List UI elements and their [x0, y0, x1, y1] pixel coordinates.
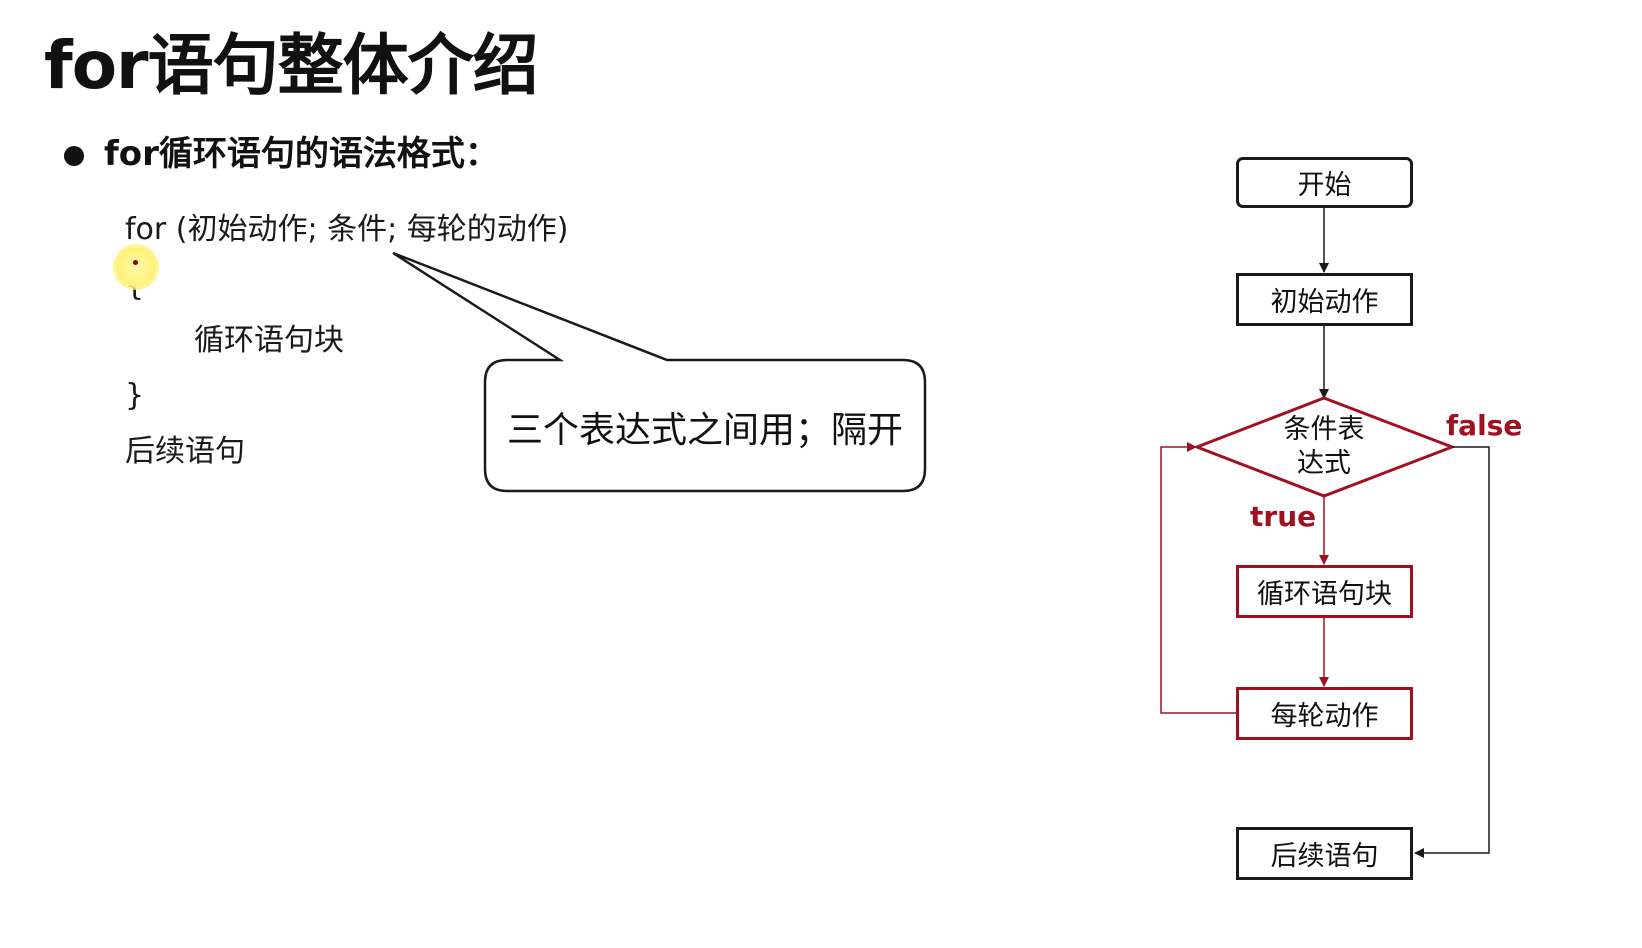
flow-false-label: false [1446, 409, 1523, 442]
callout-text: 三个表达式之间用；隔开 [507, 410, 904, 451]
flow-body-node: 循环语句块 [1236, 565, 1413, 618]
flow-init-node: 初始动作 [1236, 273, 1413, 326]
cursor-highlight [113, 244, 159, 290]
bullet-dot [64, 146, 84, 166]
code-after-statement: 后续语句 [125, 434, 245, 469]
flow-condition-line2: 达式 [1297, 447, 1351, 479]
flow-condition-label: 条件表 达式 [1262, 413, 1386, 481]
code-for-header: for (初始动作; 条件; 每轮的动作) [125, 212, 569, 247]
cursor-dot [133, 260, 138, 265]
code-loop-body: 循环语句块 [194, 323, 344, 358]
code-close-brace: } [125, 378, 145, 413]
flow-condition-line1: 条件表 [1283, 414, 1365, 445]
flow-step-node: 每轮动作 [1236, 687, 1413, 740]
flow-start-node: 开始 [1236, 157, 1413, 208]
page-title: for语句整体介绍 [44, 27, 539, 104]
flow-true-label: true [1250, 500, 1317, 533]
flow-next-node: 后续语句 [1236, 827, 1413, 880]
bullet-heading: for循环语句的语法格式： [104, 134, 499, 174]
